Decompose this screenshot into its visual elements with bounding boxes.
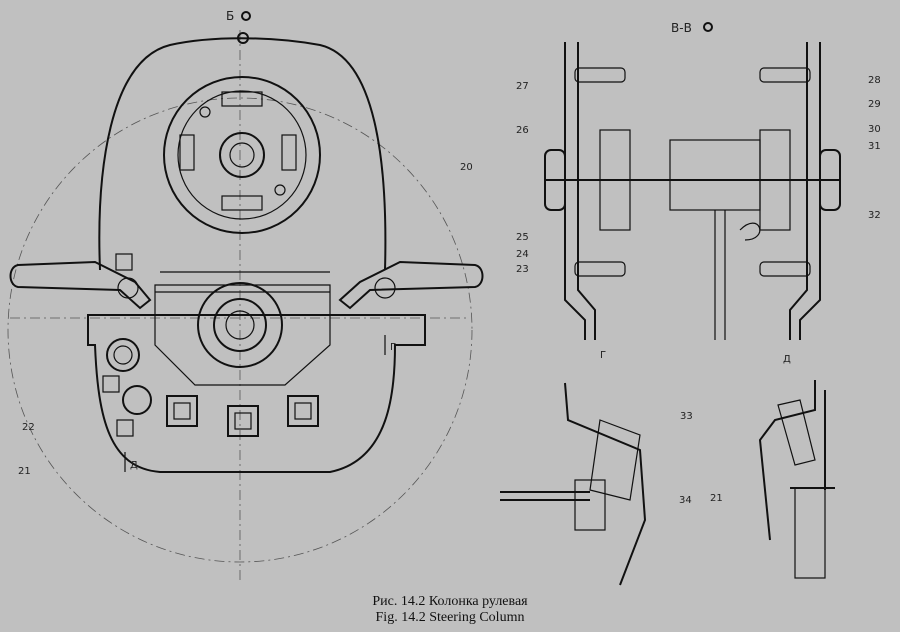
part-number: 21 [710,493,723,504]
light-button [287,395,319,427]
steering-hub [197,282,283,368]
turn-signal-icon [116,419,134,437]
section-vv-label: В-В [671,21,692,35]
ground-symbol-icon [115,253,133,271]
multifunction-dial [163,76,321,234]
view-b-marker-icon [241,11,251,21]
round-button [122,385,152,415]
section-vv-marker-icon [703,22,713,32]
part-number: 21 [18,466,31,477]
part-number: 29 [868,99,881,110]
part-number: 32 [868,210,881,221]
section-vv [544,42,841,340]
part-number: 33 [680,411,693,422]
arrow-g-label: Г [390,342,396,353]
part-number: 24 [516,249,529,260]
caption-en: Fig. 14.2 Steering Column [375,610,525,625]
right-stalk [338,260,484,310]
part-number: 23 [516,264,529,275]
view-d-label: Д [783,354,791,365]
part-number: 31 [868,141,881,152]
ignition-switch [106,338,140,372]
detail-view-d [758,380,835,579]
construction-circle [7,97,473,563]
hazard-button [166,395,198,427]
part-number: 27 [516,81,529,92]
console-housing [87,32,426,473]
arrow-d-label: Д [130,460,138,471]
view-g-label: Г [600,350,606,361]
part-number: 28 [868,75,881,86]
part-number: 34 [679,495,692,506]
indicator-icon [102,375,120,393]
caption-ru: Рис. 14.2 Колонка рулевая [372,594,528,609]
part-number: 26 [516,125,529,136]
part-number: 20 [460,162,473,173]
part-number: 30 [868,124,881,135]
part-number: 25 [516,232,529,243]
fan-button [227,405,259,437]
detail-view-g [500,382,647,586]
view-b-label: Б [226,9,234,23]
left-stalk [9,260,152,310]
part-number: 22 [22,422,35,433]
